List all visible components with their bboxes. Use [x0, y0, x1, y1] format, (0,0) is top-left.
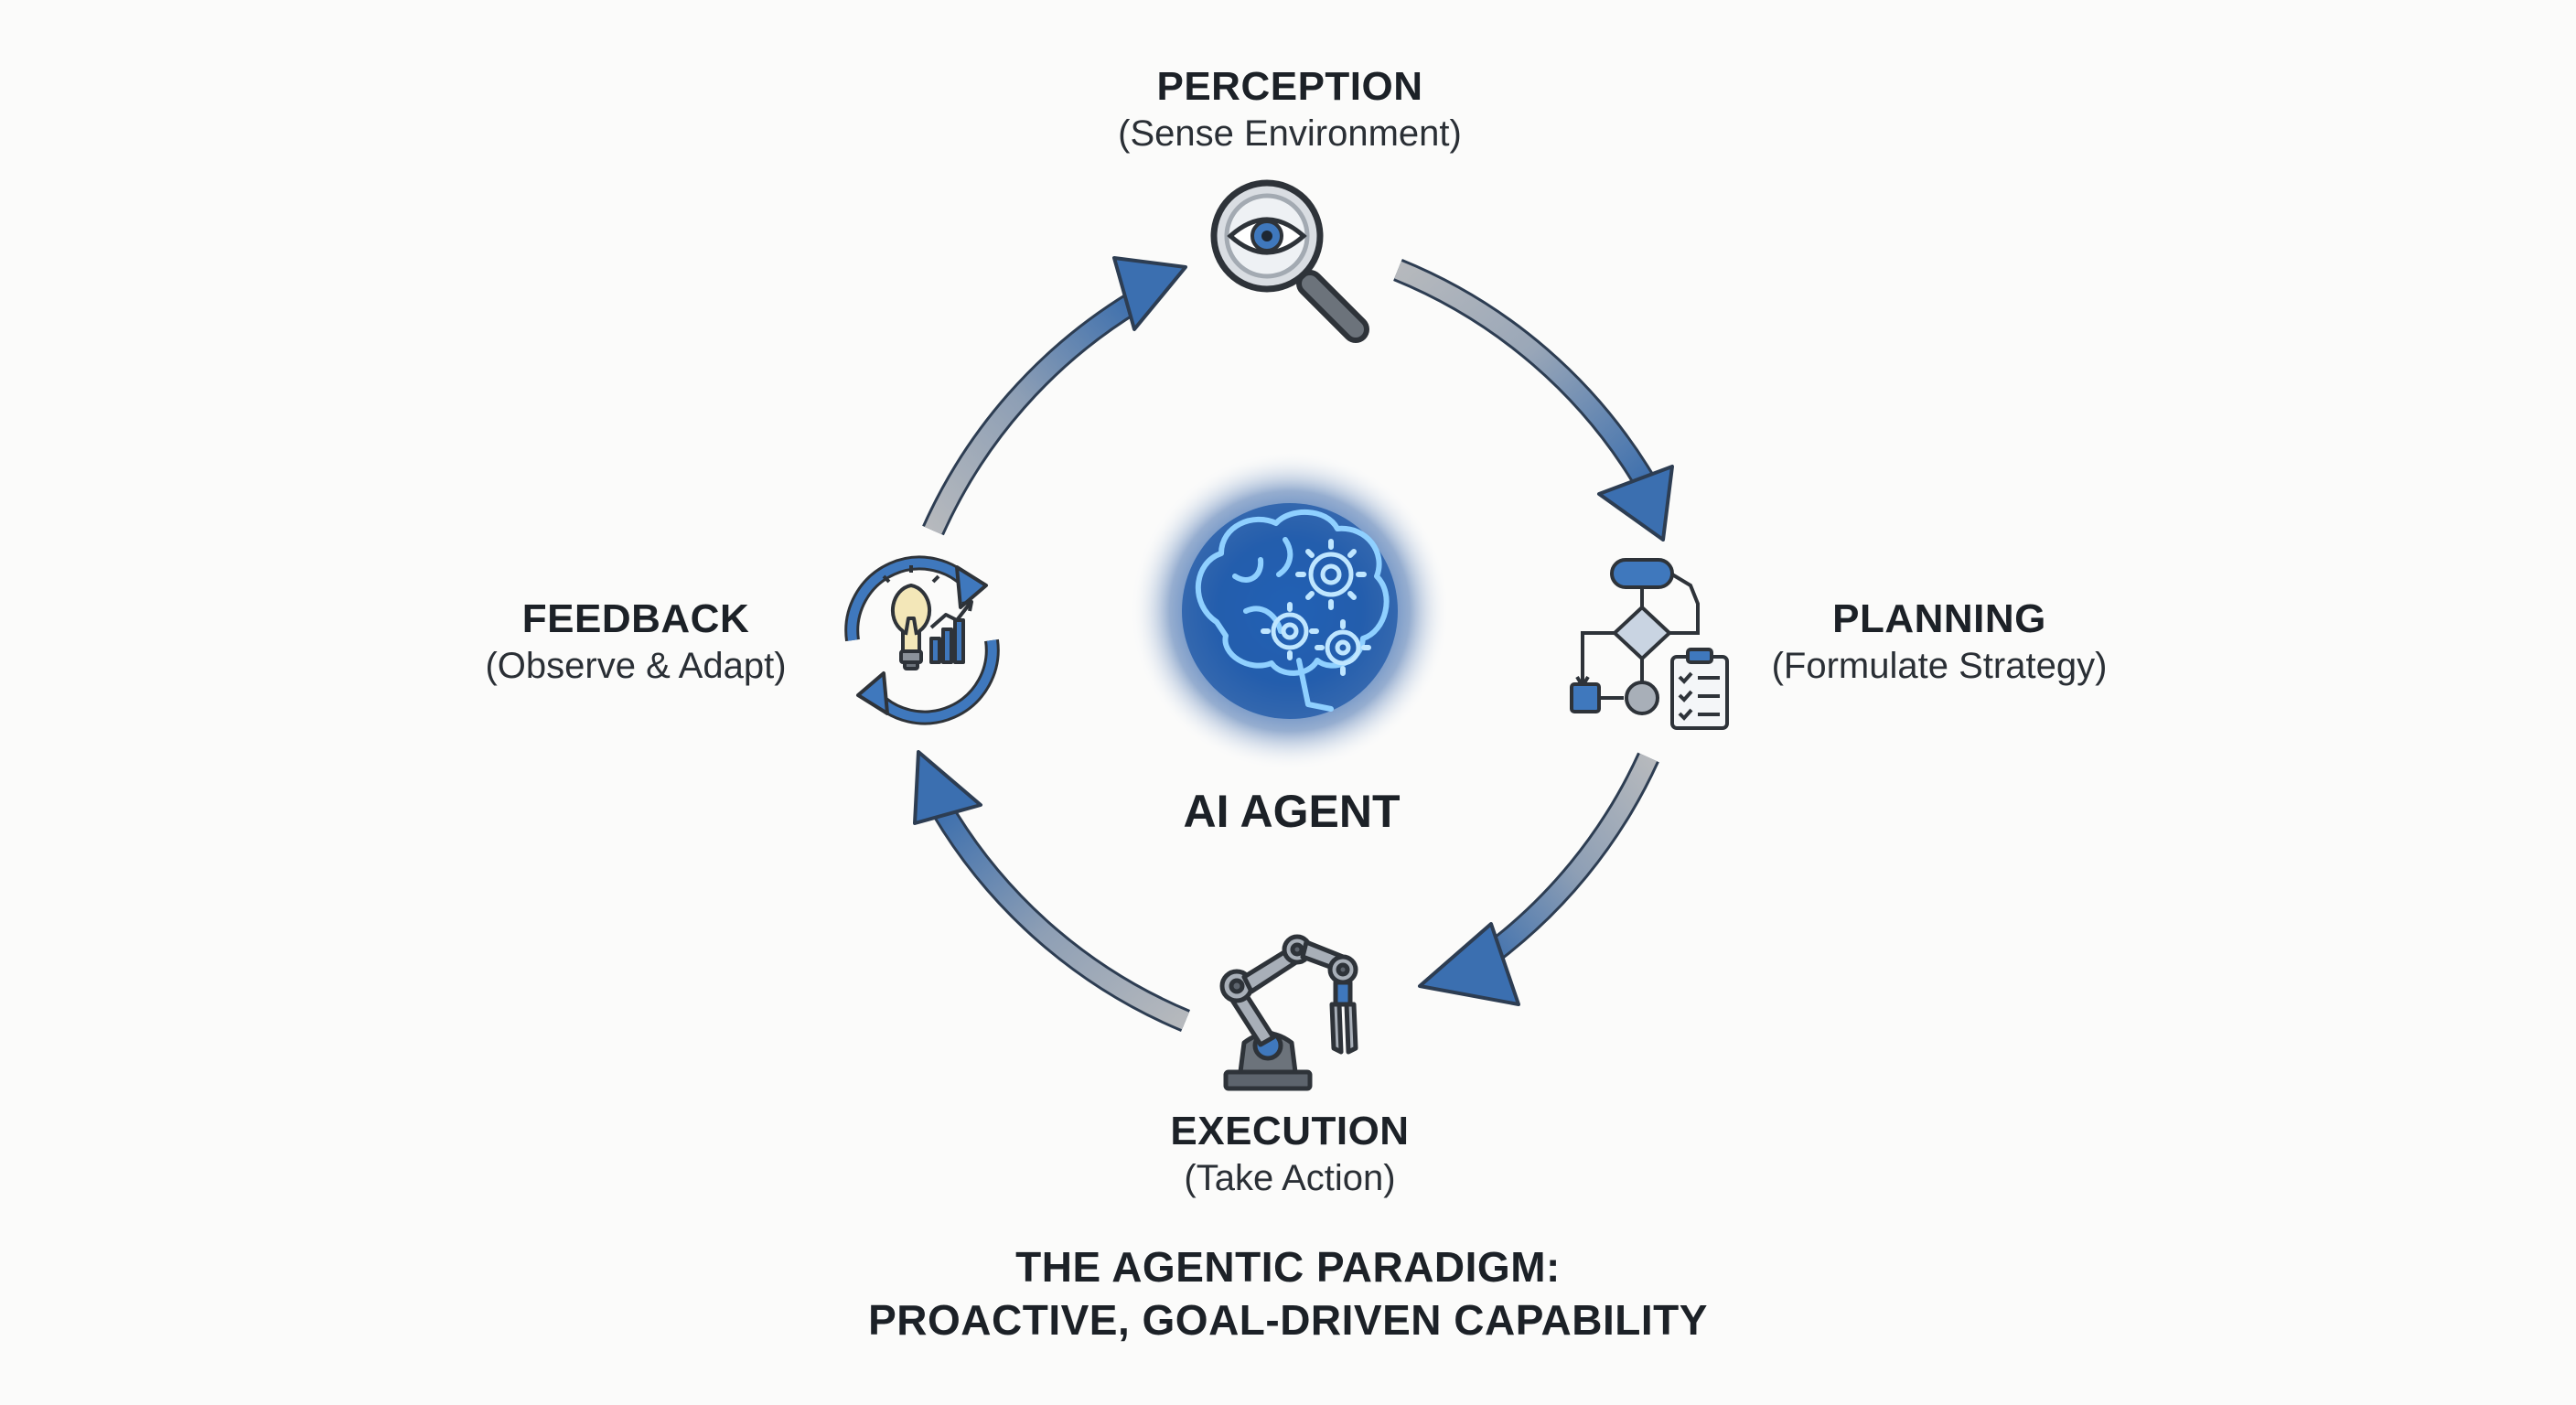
arrow-execution-to-feedback: [913, 750, 1191, 1032]
center-label: AI AGENT: [1183, 786, 1401, 837]
stage-subtitle-planning: (Formulate Strategy): [1771, 646, 2108, 686]
arrow-feedback-to-perception: [922, 256, 1187, 536]
stage-execution: EXECUTION (Take Action): [1015, 1109, 1564, 1199]
footer-caption: THE AGENTIC PARADIGM: PROACTIVE, GOAL-DR…: [739, 1240, 1837, 1346]
robot-arm-icon: [1219, 934, 1358, 1091]
stage-subtitle-feedback: (Observe & Adapt): [485, 646, 787, 686]
stage-subtitle-execution: (Take Action): [1184, 1158, 1396, 1198]
arrow-planning-to-execution: [1418, 752, 1659, 1006]
eye-magnifier-icon: [1210, 179, 1369, 343]
brain-gears-icon: [1130, 451, 1450, 771]
stage-title-feedback: FEEDBACK: [521, 596, 750, 641]
stage-feedback: FEEDBACK (Observe & Adapt): [453, 596, 819, 687]
flowchart-checklist-icon: [1570, 558, 1729, 730]
arrow-perception-to-planning: [1393, 258, 1674, 542]
footer-line-1: THE AGENTIC PARADIGM:: [1015, 1243, 1561, 1291]
stage-title-execution: EXECUTION: [1170, 1109, 1410, 1153]
footer-line-2: PROACTIVE, GOAL-DRIVEN CAPABILITY: [868, 1296, 1708, 1344]
stage-title-perception: PERCEPTION: [1156, 64, 1423, 109]
stage-subtitle-perception: (Sense Environment): [1118, 113, 1462, 154]
lightbulb-cycle-icon: [844, 555, 1000, 725]
stage-title-planning: PLANNING: [1832, 596, 2046, 641]
stage-planning: PLANNING (Formulate Strategy): [1738, 596, 2141, 687]
stage-perception: PERCEPTION (Sense Environment): [1015, 64, 1564, 155]
